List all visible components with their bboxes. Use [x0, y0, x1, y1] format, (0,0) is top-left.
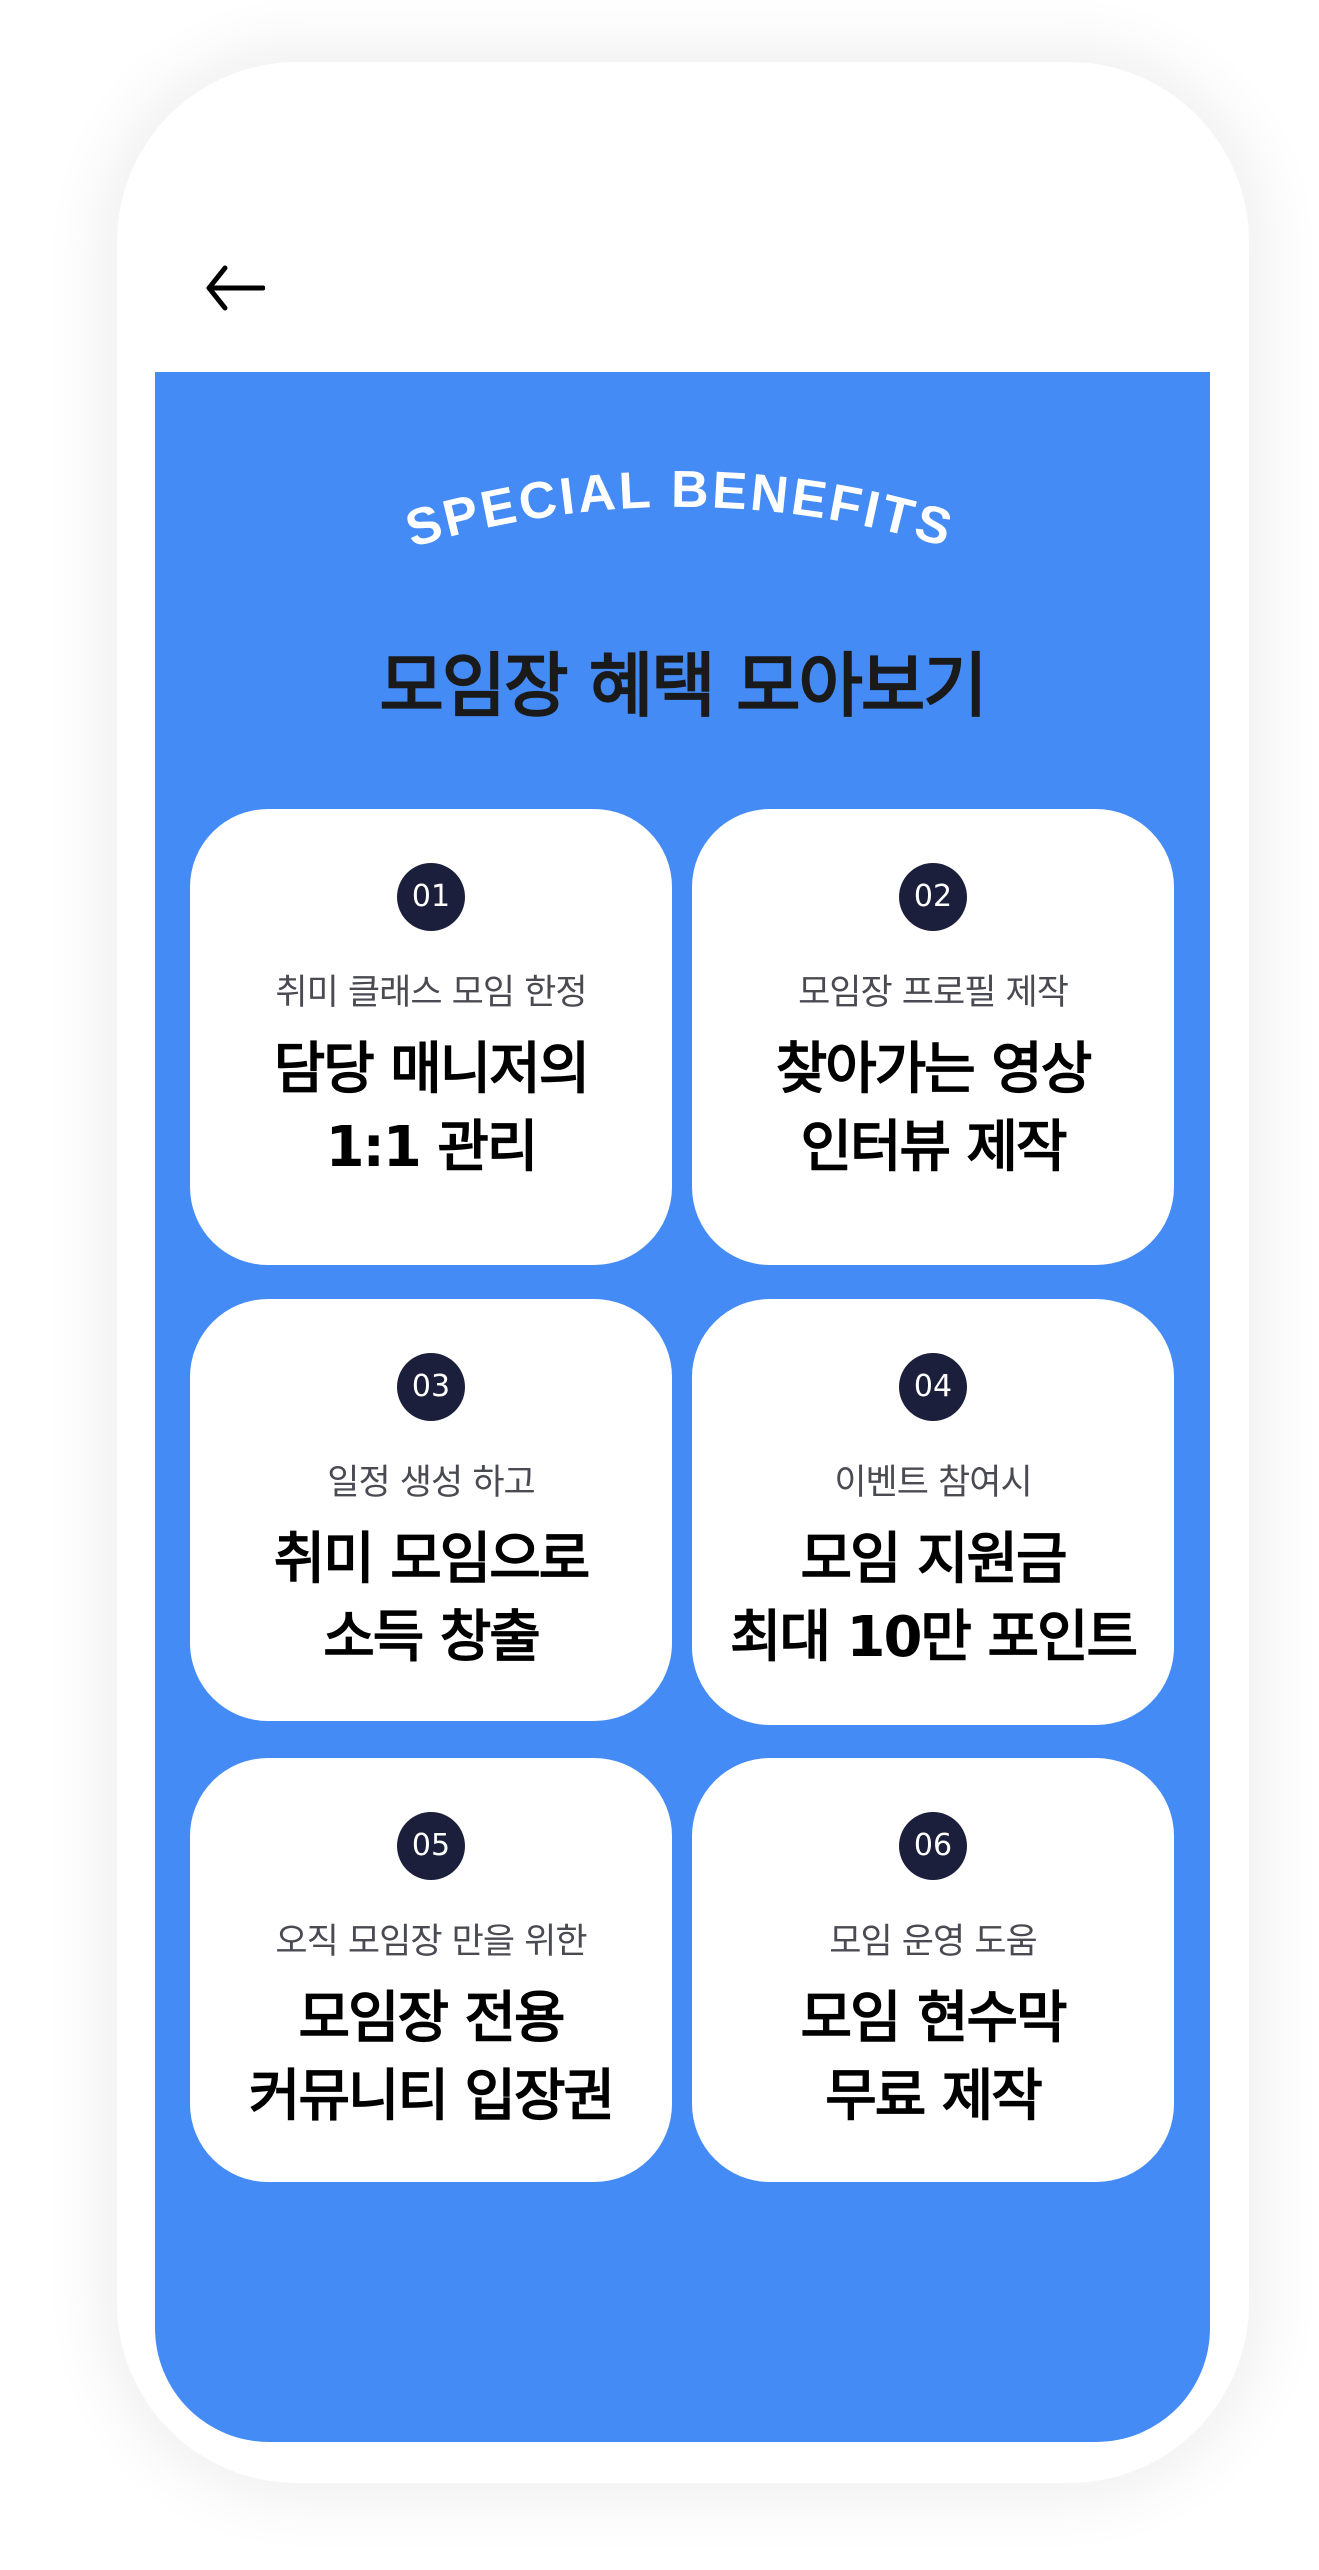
- benefit-subtitle: 모임 운영 도움: [829, 1922, 1037, 1962]
- page-title: 모임장 혜택 모아보기: [379, 645, 987, 727]
- title-line: 취미 모임으로: [273, 1527, 591, 1592]
- title-line: 커뮤니티 입장권: [248, 2064, 615, 2129]
- benefit-card-01[interactable]: 01 취미 클래스 모임 한정 담당 매니저의 1:1 관리: [190, 809, 672, 1265]
- arc-text: SPECIAL BENEFITS: [399, 461, 958, 559]
- benefit-subtitle: 모임장 프로필 제작: [798, 973, 1069, 1013]
- number-badge: 03: [397, 1353, 465, 1421]
- title-line: 모임 지원금: [800, 1527, 1067, 1592]
- title-line: 무료 제작: [825, 2064, 1043, 2129]
- number-badge: 06: [899, 1812, 967, 1880]
- title-line: 찾아가는 영상: [775, 1037, 1093, 1102]
- title-line: 1:1 관리: [325, 1115, 539, 1180]
- number-badge: 04: [899, 1353, 967, 1421]
- number-badge: 05: [397, 1812, 465, 1880]
- arrow-left-icon: [206, 265, 266, 311]
- title-line: 인터뷰 제작: [800, 1115, 1067, 1180]
- title-line: 모임 현수막: [800, 1986, 1067, 2051]
- benefit-subtitle: 오직 모임장 만을 위한: [275, 1922, 587, 1962]
- back-button[interactable]: [205, 262, 266, 314]
- benefit-subtitle: 일정 생성 하고: [327, 1463, 535, 1503]
- special-benefits-arc: SPECIAL BENEFITS: [399, 461, 961, 559]
- title-line: 모임장 전용: [298, 1986, 565, 2051]
- number-badge: 02: [899, 863, 967, 931]
- svg-text:SPECIAL BENEFITS: SPECIAL BENEFITS: [399, 461, 961, 559]
- title-line: 담당 매니저의: [273, 1037, 591, 1102]
- benefit-subtitle: 이벤트 참여시: [834, 1463, 1032, 1503]
- benefits-panel: SPECIAL BENEFITS 모임장 혜택 모아보기 01 취미 클래스 모…: [155, 372, 1210, 2442]
- benefit-subtitle: 취미 클래스 모임 한정: [275, 973, 587, 1013]
- title-line: 최대 10만 포인트: [729, 1605, 1138, 1670]
- title-line: 소득 창출: [323, 1605, 541, 1670]
- benefit-title: 담당 매니저의 1:1 관리: [190, 1031, 672, 1187]
- number-badge: 01: [397, 863, 465, 931]
